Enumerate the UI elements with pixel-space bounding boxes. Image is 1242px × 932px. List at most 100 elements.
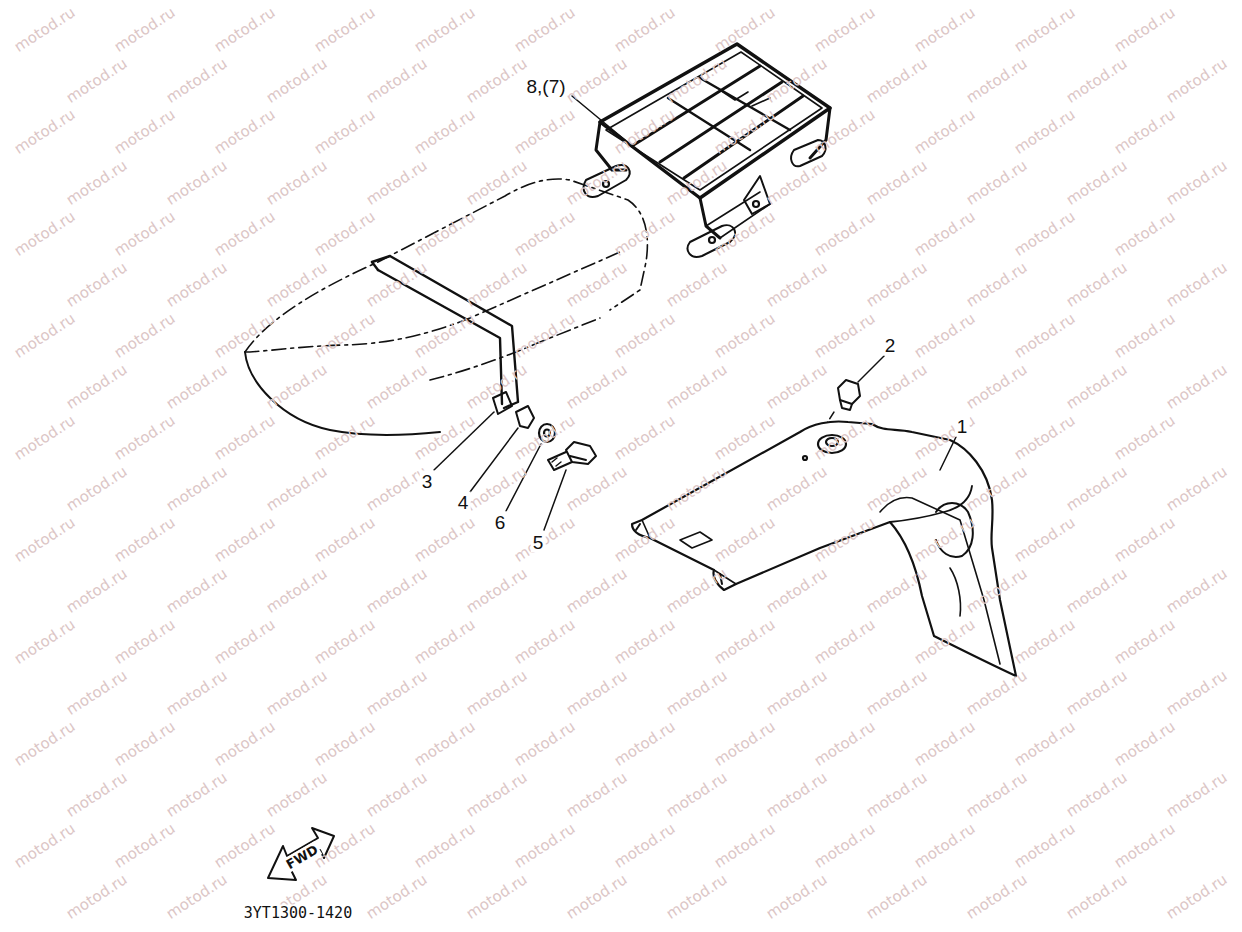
watermark: motod.ru <box>112 719 178 769</box>
watermark: motod.ru <box>312 719 378 769</box>
rear-carrier <box>584 44 830 257</box>
watermark: motod.ru <box>464 872 530 922</box>
watermark: motod.ru <box>1064 56 1130 106</box>
watermark: motod.ru <box>712 311 778 361</box>
watermark: motod.ru <box>964 362 1030 412</box>
watermark: motod.ru <box>1164 158 1230 208</box>
watermark: motod.ru <box>64 464 130 514</box>
watermark: motod.ru <box>212 515 278 565</box>
watermark: motod.ru <box>764 260 830 310</box>
watermark: motod.ru <box>812 311 878 361</box>
watermark: motod.ru <box>212 719 278 769</box>
watermark: motod.ru <box>1112 5 1178 55</box>
watermark: motod.ru <box>412 107 478 157</box>
watermark: motod.ru <box>512 5 578 55</box>
watermark: motod.ru <box>1164 260 1230 310</box>
watermark: motod.ru <box>564 668 630 718</box>
callout-number: 6 <box>493 512 508 533</box>
watermark: motod.ru <box>1112 821 1178 871</box>
watermark: motod.ru <box>12 5 78 55</box>
watermark: motod.ru <box>612 821 678 871</box>
watermark: motod.ru <box>312 311 378 361</box>
watermark: motod.ru <box>164 56 230 106</box>
watermark: motod.ru <box>812 821 878 871</box>
watermark: motod.ru <box>1064 770 1130 820</box>
watermark: motod.ru <box>512 617 578 667</box>
watermark: motod.ru <box>564 770 630 820</box>
watermark: motod.ru <box>764 362 830 412</box>
watermark: motod.ru <box>1112 107 1178 157</box>
watermark: motod.ru <box>864 668 930 718</box>
watermark: motod.ru <box>112 821 178 871</box>
watermark: motod.ru <box>64 770 130 820</box>
watermark: motod.ru <box>112 617 178 667</box>
direction-label: FWD <box>282 841 322 873</box>
watermark: motod.ru <box>964 770 1030 820</box>
watermark: motod.ru <box>12 719 78 769</box>
watermark: motod.ru <box>64 158 130 208</box>
watermark: motod.ru <box>264 362 330 412</box>
watermark: motod.ru <box>312 5 378 55</box>
watermark: motod.ru <box>912 107 978 157</box>
watermark: motod.ru <box>564 260 630 310</box>
watermark: motod.ru <box>864 362 930 412</box>
watermark: motod.ru <box>1064 158 1130 208</box>
watermark: motod.ru <box>664 872 730 922</box>
watermark: motod.ru <box>864 56 930 106</box>
watermark: motod.ru <box>464 56 530 106</box>
watermark: motod.ru <box>664 770 730 820</box>
watermark: motod.ru <box>1112 209 1178 259</box>
watermark: motod.ru <box>64 668 130 718</box>
watermark: motod.ru <box>364 260 430 310</box>
watermark: motod.ru <box>112 107 178 157</box>
watermark: motod.ru <box>312 107 378 157</box>
watermark: motod.ru <box>412 515 478 565</box>
watermark: motod.ru <box>1112 719 1178 769</box>
watermark: motod.ru <box>612 5 678 55</box>
watermark: motod.ru <box>64 566 130 616</box>
watermark: motod.ru <box>164 464 230 514</box>
watermark: motod.ru <box>212 617 278 667</box>
watermark: motod.ru <box>1012 209 1078 259</box>
watermark: motod.ru <box>164 362 230 412</box>
watermark: motod.ru <box>1112 617 1178 667</box>
watermark: motod.ru <box>564 464 630 514</box>
watermark: motod.ru <box>412 5 478 55</box>
watermark: motod.ru <box>812 209 878 259</box>
callout-number: 8,(7) <box>524 76 567 97</box>
watermark: motod.ru <box>812 617 878 667</box>
watermark: motod.ru <box>1012 515 1078 565</box>
watermark: motod.ru <box>1064 260 1130 310</box>
drawing-code: 3YT1300-1420 <box>242 905 354 922</box>
watermark: motod.ru <box>1164 566 1230 616</box>
watermark: motod.ru <box>612 719 678 769</box>
watermark: motod.ru <box>1064 668 1130 718</box>
watermark: motod.ru <box>364 872 430 922</box>
watermark: motod.ru <box>264 668 330 718</box>
watermark: motod.ru <box>1012 617 1078 667</box>
watermark: motod.ru <box>464 362 530 412</box>
watermark: motod.ru <box>412 209 478 259</box>
watermark: motod.ru <box>264 770 330 820</box>
watermark: motod.ru <box>264 260 330 310</box>
watermark: motod.ru <box>12 821 78 871</box>
watermark: motod.ru <box>212 5 278 55</box>
watermark: motod.ru <box>864 158 930 208</box>
watermark: motod.ru <box>264 464 330 514</box>
watermark: motod.ru <box>364 158 430 208</box>
watermark: motod.ru <box>312 617 378 667</box>
watermark: motod.ru <box>1064 464 1130 514</box>
watermark: motod.ru <box>112 515 178 565</box>
watermark: motod.ru <box>464 566 530 616</box>
watermark: motod.ru <box>512 209 578 259</box>
watermark: motod.ru <box>1112 515 1178 565</box>
watermark: motod.ru <box>864 872 930 922</box>
watermark: motod.ru <box>364 770 430 820</box>
watermark: motod.ru <box>412 719 478 769</box>
watermark: motod.ru <box>912 209 978 259</box>
watermark: motod.ru <box>512 311 578 361</box>
watermark: motod.ru <box>1012 5 1078 55</box>
watermark: motod.ru <box>1164 464 1230 514</box>
watermark: motod.ru <box>112 311 178 361</box>
